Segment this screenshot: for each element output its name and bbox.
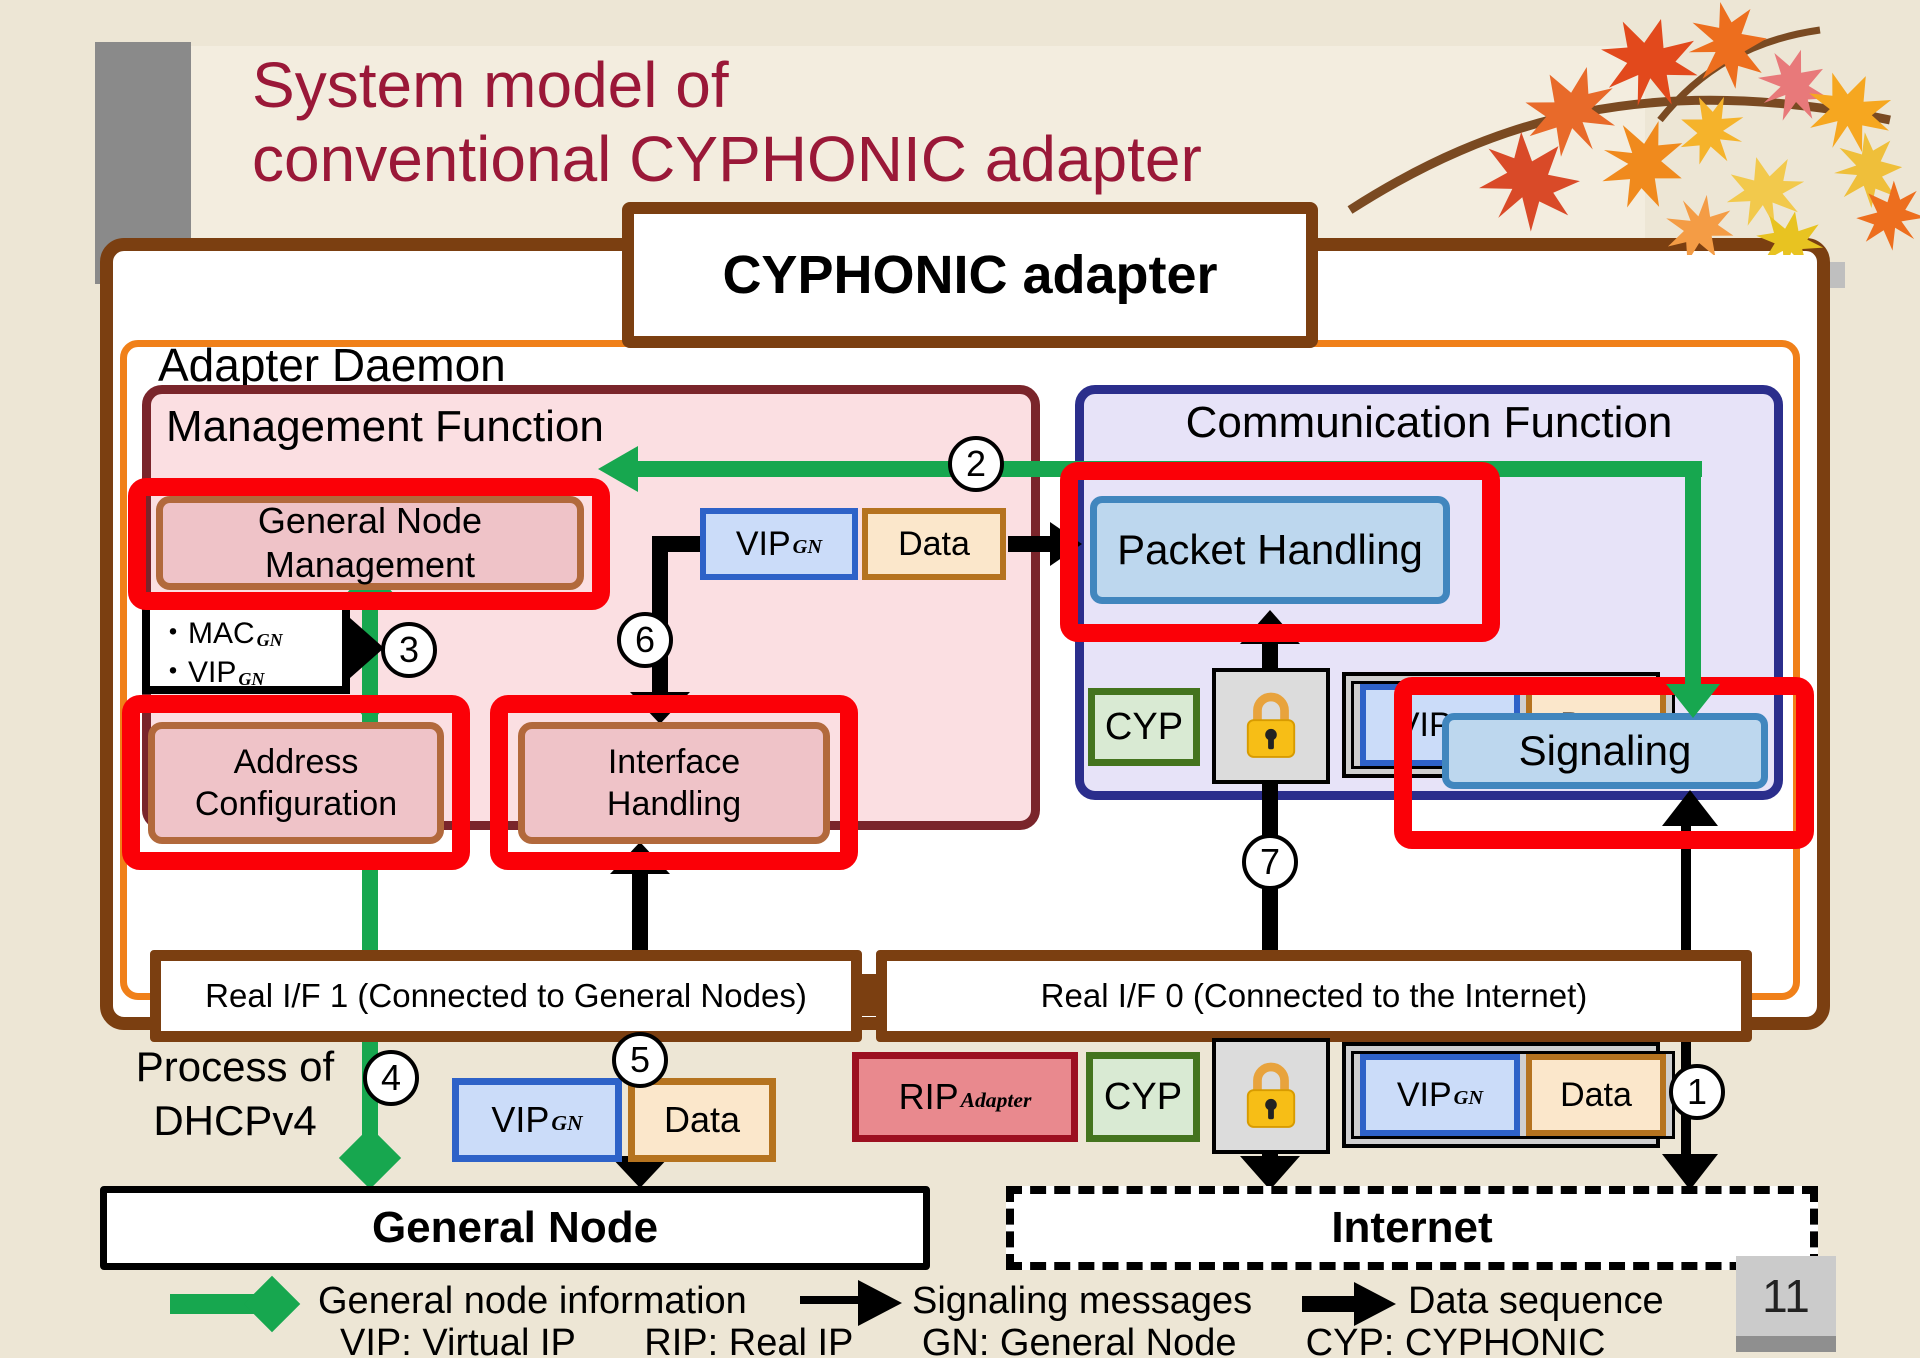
data-arrowhead-down-internet bbox=[1240, 1156, 1300, 1190]
page-number: 11 bbox=[1736, 1256, 1836, 1336]
interface-handling-box: Interface Handling bbox=[518, 722, 830, 844]
data-line-to-packet-handling bbox=[1008, 536, 1054, 552]
cyp-chip: CYP bbox=[1086, 1052, 1200, 1142]
highlight-signaling bbox=[1394, 677, 1814, 849]
data-line-ph-column-top bbox=[1262, 640, 1278, 670]
signaling-box: Signaling bbox=[1442, 713, 1768, 789]
highlight-packet-handling bbox=[1060, 462, 1500, 642]
legend-data-arrow-shaft bbox=[1302, 1296, 1358, 1312]
general-node-management-box: General Node Management bbox=[156, 496, 584, 590]
communication-function-label: Communication Function bbox=[1185, 398, 1673, 447]
highlight-address-configuration bbox=[122, 695, 470, 870]
legend-signaling-arrow-icon bbox=[858, 1280, 902, 1326]
step-circle-6: 6 bbox=[617, 612, 673, 668]
abbrev-cyp: CYP: CYPHONIC bbox=[1305, 1322, 1606, 1358]
signaling-arrowhead-up bbox=[1662, 790, 1718, 826]
legend-data-sequence: Data sequence bbox=[1408, 1280, 1664, 1322]
lock-icon bbox=[1246, 1062, 1296, 1128]
lock-icon bbox=[1246, 692, 1296, 758]
highlight-general-node-management bbox=[128, 478, 610, 610]
packet-handling-box: Packet Handling bbox=[1090, 496, 1450, 604]
step-circle-4: 4 bbox=[363, 1050, 419, 1106]
page-number-strip bbox=[1736, 1336, 1836, 1352]
cyphonic-adapter-title-box: CYPHONIC adapter bbox=[622, 202, 1318, 348]
packet-data-chip: Data bbox=[1526, 1054, 1666, 1136]
cyphonic-adapter-label: CYPHONIC adapter bbox=[722, 245, 1218, 305]
general-node-box: General Node bbox=[100, 1186, 930, 1270]
cyp-chip: CYP bbox=[1088, 688, 1200, 766]
green-line-addr-bar bbox=[362, 868, 378, 952]
real-if1-bar: Real I/F 1 (Connected to General Nodes) bbox=[150, 950, 862, 1042]
step-circle-5: 5 bbox=[612, 1032, 668, 1088]
step-circle-3: 3 bbox=[381, 622, 437, 678]
packet-data-chip: Data bbox=[628, 1078, 776, 1162]
signaling-arrowhead-down-internet bbox=[1662, 1154, 1718, 1190]
legend-signaling-arrow-shaft bbox=[800, 1296, 862, 1304]
internet-box: Internet bbox=[1006, 1186, 1818, 1270]
lock-box bbox=[1212, 1038, 1330, 1154]
process-of-dhcpv4-label: Process of DHCPv4 bbox=[135, 1043, 335, 1144]
legend-data-arrow-icon bbox=[1354, 1282, 1396, 1326]
abbrev-rip: RIP: Real IP bbox=[644, 1322, 853, 1358]
autumn-leaves-icon bbox=[1347, 0, 1920, 255]
note-chevron-icon bbox=[350, 618, 384, 678]
step-circle-1: 1 bbox=[1669, 1064, 1725, 1120]
highlight-interface-handling bbox=[490, 695, 858, 870]
legend-signaling-messages: Signaling messages bbox=[912, 1280, 1253, 1322]
legend-abbreviations: VIP: Virtual IP RIP: Real IP GN: General… bbox=[340, 1322, 1660, 1358]
step-circle-2: 2 bbox=[948, 436, 1004, 492]
real-if0-bar: Real I/F 0 (Connected to the Internet) bbox=[876, 950, 1752, 1042]
abbrev-vip: VIP: Virtual IP bbox=[340, 1322, 576, 1358]
management-function-label: Management Function bbox=[166, 402, 604, 451]
packet-data-chip: Data bbox=[862, 508, 1006, 580]
data-line-if1-up bbox=[632, 870, 648, 952]
page-title: System model of conventional CYPHONIC ad… bbox=[252, 48, 1592, 196]
adapter-daemon-label: Adapter Daemon bbox=[158, 339, 506, 391]
green-line-right-vertical bbox=[1685, 461, 1701, 686]
page-title-line1: System model of bbox=[252, 49, 729, 121]
page-title-line2: conventional CYPHONIC adapter bbox=[252, 123, 1202, 196]
lock-box bbox=[1212, 668, 1330, 784]
legend-general-node-information: General node information bbox=[318, 1280, 747, 1322]
legend-green-arrow-icon bbox=[243, 1275, 301, 1333]
address-configuration-box: Address Configuration bbox=[148, 722, 444, 844]
legend-green-arrow-shaft bbox=[170, 1294, 262, 1314]
green-arrowhead-down-signaling bbox=[1666, 684, 1720, 718]
step-circle-7: 7 bbox=[1242, 834, 1298, 890]
abbrev-gn: GN: General Node bbox=[921, 1322, 1237, 1358]
signaling-line-upper bbox=[1681, 824, 1691, 952]
